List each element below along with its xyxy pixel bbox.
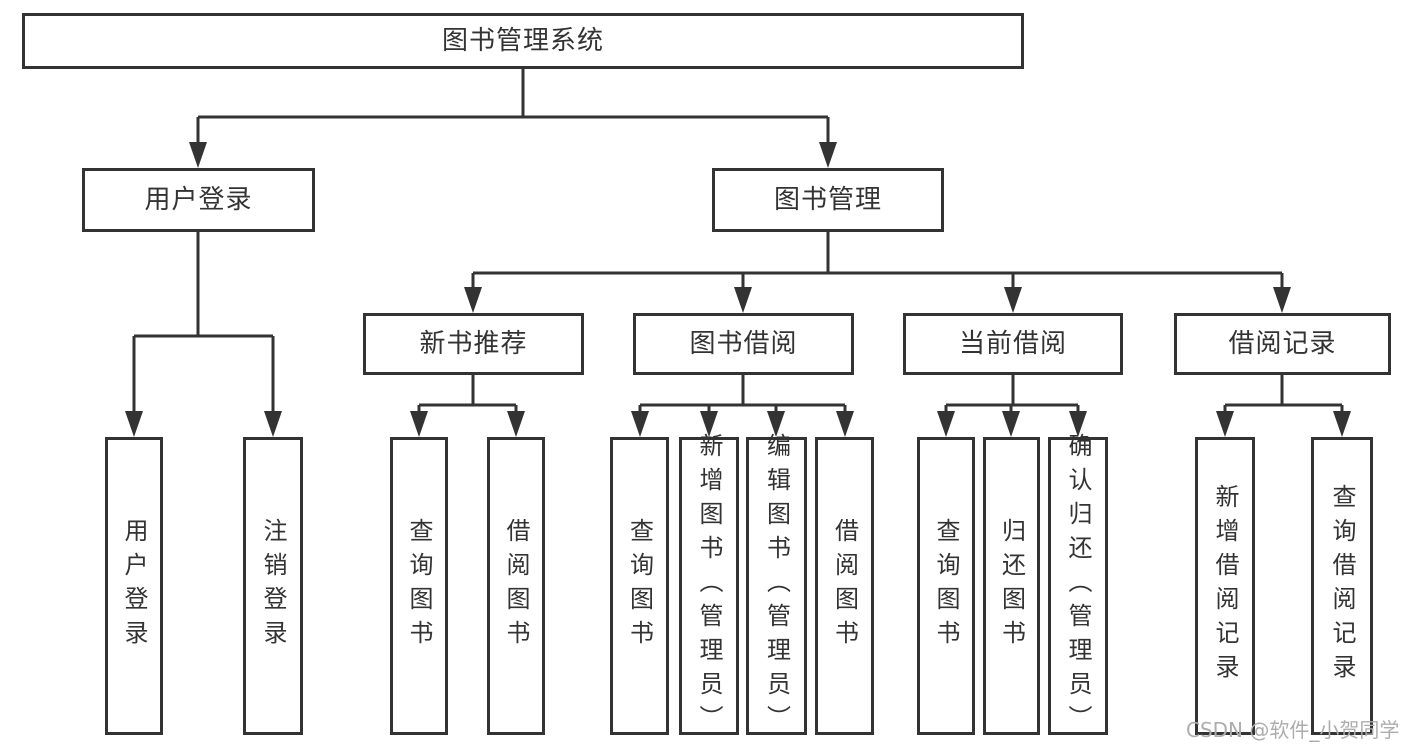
node-current-borrowing-label: 当前借阅 (958, 329, 1067, 359)
node-current-borrowing: 当前借阅 (903, 313, 1123, 375)
node-user-login-label: 用户登录 (144, 185, 253, 215)
arrowhead-icon (1216, 411, 1234, 437)
node-book-borrowing-label: 图书借阅 (689, 329, 798, 359)
leaf-borrow-books-borrowing: 借阅图书 (815, 437, 874, 735)
arrowhead-icon (734, 287, 752, 313)
leaf-logout: 注销登录 (243, 437, 303, 735)
leaf-add-borrow-record-label: 新增借阅记录 (1211, 484, 1239, 688)
leaf-query-books-current: 查询图书 (917, 437, 975, 735)
leaf-query-books-current-label: 查询图书 (932, 518, 960, 654)
node-root: 图书管理系统 (22, 13, 1024, 69)
node-book-management: 图书管理 (712, 168, 944, 232)
leaf-return-books: 归还图书 (983, 437, 1040, 735)
leaf-query-borrow-record-label: 查询借阅记录 (1328, 484, 1356, 688)
leaf-edit-books-admin: 编辑图书（管理员） (746, 433, 807, 739)
leaf-query-books-borrowing: 查询图书 (610, 437, 669, 735)
leaf-edit-books-admin-label: 编辑图书（管理员） (762, 433, 791, 739)
arrowhead-icon (631, 411, 649, 437)
leaf-borrow-books-borrowing-label: 借阅图书 (830, 518, 859, 654)
arrowhead-icon (507, 411, 525, 437)
arrowhead-icon (819, 142, 837, 168)
leaf-confirm-return-admin-label: 确认归还（管理员） (1064, 433, 1092, 739)
arrowhead-icon (836, 411, 854, 437)
csdn-watermark: CSDN @软件_小贺同学 (1186, 718, 1400, 742)
node-root-label: 图书管理系统 (441, 26, 604, 56)
node-user-login: 用户登录 (82, 168, 315, 232)
node-borrowing-records-label: 借阅记录 (1228, 329, 1337, 359)
arrowhead-icon (1004, 287, 1022, 313)
arrowhead-icon (410, 411, 428, 437)
leaf-user-login: 用户登录 (105, 437, 163, 735)
leaf-borrow-books-recommend-label: 借阅图书 (502, 518, 530, 654)
arrowhead-icon (464, 287, 482, 313)
node-new-book-recommend: 新书推荐 (363, 313, 584, 375)
arrowhead-icon (1002, 411, 1020, 437)
leaf-borrow-books-recommend: 借阅图书 (487, 437, 545, 735)
leaf-logout-label: 注销登录 (259, 518, 287, 654)
leaf-query-books-recommend-label: 查询图书 (405, 518, 433, 654)
leaf-query-books-borrowing-label: 查询图书 (625, 518, 654, 654)
node-borrowing-records: 借阅记录 (1174, 313, 1391, 375)
leaf-add-books-admin-label: 新增图书（管理员） (695, 433, 723, 739)
arrowhead-icon (1273, 287, 1291, 313)
leaf-query-books-recommend: 查询图书 (390, 437, 448, 735)
leaf-return-books-label: 归还图书 (997, 518, 1026, 654)
node-book-borrowing: 图书借阅 (633, 313, 854, 375)
arrowhead-icon (264, 411, 282, 437)
leaf-user-login-label: 用户登录 (120, 518, 148, 654)
leaf-add-borrow-record: 新增借阅记录 (1195, 437, 1255, 735)
node-new-book-recommend-label: 新书推荐 (419, 329, 528, 359)
leaf-query-borrow-record: 查询借阅记录 (1311, 437, 1373, 735)
arrowhead-icon (125, 411, 143, 437)
leaf-add-books-admin: 新增图书（管理员） (679, 433, 739, 739)
node-book-management-label: 图书管理 (773, 185, 882, 215)
leaf-confirm-return-admin: 确认归还（管理员） (1048, 433, 1108, 739)
arrowhead-icon (937, 411, 955, 437)
arrowhead-icon (189, 142, 207, 168)
arrowhead-icon (1333, 411, 1351, 437)
